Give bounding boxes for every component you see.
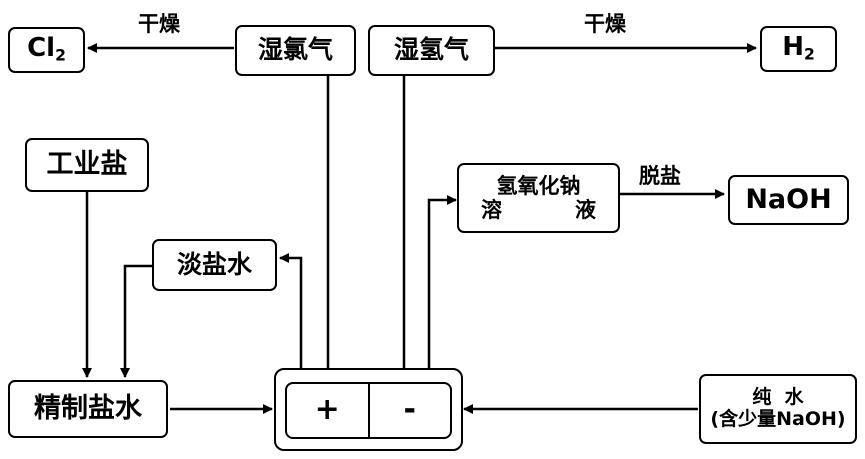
h2-label: H2 bbox=[782, 32, 815, 64]
h2-box: H2 bbox=[760, 26, 837, 72]
cl2-label: Cl2 bbox=[27, 33, 66, 65]
pure-water-box: 纯 水 (含少量NaOH) bbox=[699, 374, 857, 444]
dilute-brine-box: 淡盐水 bbox=[152, 239, 277, 291]
naoh-solution-line2-right: 液 bbox=[575, 198, 596, 222]
industrial-salt-box: 工业盐 bbox=[25, 138, 149, 192]
dry-label-right: 干燥 bbox=[584, 12, 626, 36]
cathode-chamber: - bbox=[370, 384, 451, 437]
wet-chlorine-box: 湿氯气 bbox=[235, 25, 356, 76]
wet-hydrogen-label: 湿氢气 bbox=[393, 35, 469, 65]
dry-label-left: 干燥 bbox=[138, 12, 180, 36]
naoh-label: NaOH bbox=[745, 184, 832, 216]
desalt-label: 脱盐 bbox=[639, 164, 681, 188]
arrow-to-naoh-solution bbox=[427, 195, 457, 368]
naoh-box: NaOH bbox=[728, 175, 849, 225]
wet-hydrogen-box: 湿氢气 bbox=[368, 25, 495, 76]
naoh-solution-line2: 溶 液 bbox=[459, 198, 618, 222]
electrolyzer-outer: + - bbox=[274, 368, 463, 451]
refined-brine-box: 精制盐水 bbox=[8, 380, 168, 438]
pure-water-line2: (含少量NaOH) bbox=[710, 408, 846, 430]
arrow-to-dilute-brine bbox=[279, 253, 303, 368]
cl2-box: Cl2 bbox=[8, 27, 85, 73]
dilute-brine-label: 淡盐水 bbox=[176, 249, 252, 279]
electrolyzer-inner: + - bbox=[285, 382, 452, 439]
wet-chlorine-label: 湿氯气 bbox=[257, 35, 333, 65]
industrial-salt-label: 工业盐 bbox=[46, 149, 128, 181]
refined-brine-label: 精制盐水 bbox=[34, 393, 142, 425]
anode-chamber: + bbox=[287, 384, 370, 437]
arrow-dilute-to-brine bbox=[120, 264, 152, 378]
anode-label: + bbox=[314, 392, 340, 428]
pure-water-line1: 纯 水 bbox=[752, 386, 804, 409]
cathode-label: - bbox=[403, 392, 416, 428]
naoh-solution-line2-left: 溶 bbox=[481, 198, 502, 222]
naoh-solution-box: 氢氧化钠 溶 液 bbox=[457, 163, 620, 233]
naoh-solution-line1: 氢氧化钠 bbox=[496, 173, 581, 198]
